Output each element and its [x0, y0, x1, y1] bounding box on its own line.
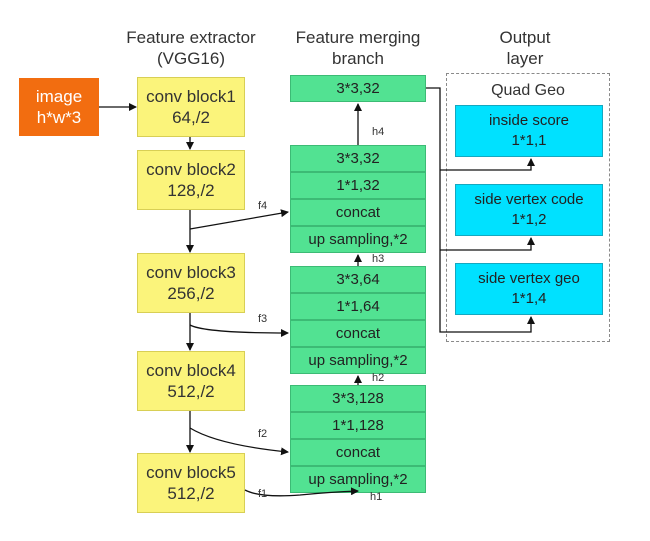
conv-block-3: conv block3 256,/2: [137, 253, 245, 313]
label-f1: f1: [258, 488, 268, 500]
conv-block-spec: 256,/2: [167, 284, 215, 303]
merge-top-conv: 3*3,32: [290, 75, 426, 102]
label-f3: f3: [258, 313, 268, 325]
feature-extractor-header: Feature extractor (VGG16): [112, 27, 270, 69]
conv-block-2: conv block2 128,/2: [137, 150, 245, 210]
output-box-name: side vertex geo: [478, 270, 580, 287]
quad-geo-title: Quad Geo: [491, 82, 565, 99]
conv-block-1: conv block1 64,/2: [137, 77, 245, 137]
conv-block-name: conv block1: [146, 87, 236, 106]
conv-block-name: conv block5: [146, 463, 236, 482]
conv-block-5: conv block5 512,/2: [137, 453, 245, 513]
feature-merging-title: Feature merging: [295, 28, 421, 47]
merge-cell: 3*3,128: [290, 385, 426, 412]
merge-cell: concat: [290, 320, 426, 347]
output-layer-frame: [446, 73, 610, 342]
output-layer-subtitle: layer: [506, 49, 544, 68]
merge-group-2: 3*3,64 1*1,64 concat up sampling,*2: [290, 266, 426, 374]
merge-cell: 3*3,64: [290, 266, 426, 293]
arrow-f4: [189, 209, 289, 230]
feature-merging-header: Feature merging branch: [282, 27, 434, 69]
label-h1: h1: [370, 491, 383, 503]
output-box-name: inside score: [488, 112, 570, 129]
conv-block-4: conv block4 512,/2: [137, 351, 245, 411]
arrow-f3: [189, 324, 289, 337]
input-image-shape: h*w*3: [36, 108, 82, 127]
merge-cell: 1*1,32: [290, 172, 426, 199]
label-h4: h4: [372, 126, 385, 138]
merge-cell: 3*3,32: [290, 145, 426, 172]
conv-block-spec: 128,/2: [167, 181, 215, 200]
conv-block-name: conv block3: [146, 263, 236, 282]
merge-cell: concat: [290, 439, 426, 466]
arrow-f1: [244, 487, 359, 497]
merge-cell: 1*1,64: [290, 293, 426, 320]
input-image-box: image h*w*3: [19, 78, 99, 136]
output-layer-title: Output: [499, 28, 551, 47]
merge-cell: up sampling,*2: [290, 347, 426, 374]
merge-cell: 1*1,128: [290, 412, 426, 439]
merge-group-3: 3*3,128 1*1,128 concat up sampling,*2: [290, 385, 426, 493]
feature-extractor-title: Feature extractor: [126, 28, 256, 47]
conv-block-spec: 64,/2: [172, 108, 210, 127]
arrow-f2: [189, 427, 289, 456]
arrow-to-side-vertex-code: [440, 237, 535, 251]
merge-cell: 3*3,32: [290, 75, 426, 102]
output-layer-header: Output layer: [470, 27, 580, 69]
output-box-side-vertex-geo: side vertex geo 1*1,4: [455, 263, 603, 315]
feature-extractor-subtitle: (VGG16): [156, 49, 226, 68]
conv-block-name: conv block4: [146, 361, 236, 380]
label-f4: f4: [258, 200, 268, 212]
conv-block-spec: 512,/2: [167, 484, 215, 503]
feature-merging-subtitle: branch: [332, 49, 384, 68]
output-box-inside-score: inside score 1*1,1: [455, 105, 603, 157]
output-box-spec: 1*1,4: [511, 290, 547, 307]
conv-block-name: conv block2: [146, 160, 236, 179]
output-box-name: side vertex code: [474, 191, 584, 208]
merge-cell: up sampling,*2: [290, 226, 426, 253]
merge-group-1: 3*3,32 1*1,32 concat up sampling,*2: [290, 145, 426, 253]
label-h2: h2: [372, 372, 385, 384]
output-box-spec: 1*1,2: [511, 211, 547, 228]
label-f2: f2: [258, 428, 268, 440]
label-h3: h3: [372, 253, 385, 265]
output-box-spec: 1*1,1: [511, 132, 547, 149]
arrow-to-side-vertex-geo: [426, 87, 535, 333]
conv-block-spec: 512,/2: [167, 382, 215, 401]
output-box-side-vertex-code: side vertex code 1*1,2: [455, 184, 603, 236]
merge-cell: concat: [290, 199, 426, 226]
input-image-label: image: [35, 87, 83, 106]
arrow-to-inside-score: [440, 158, 535, 171]
